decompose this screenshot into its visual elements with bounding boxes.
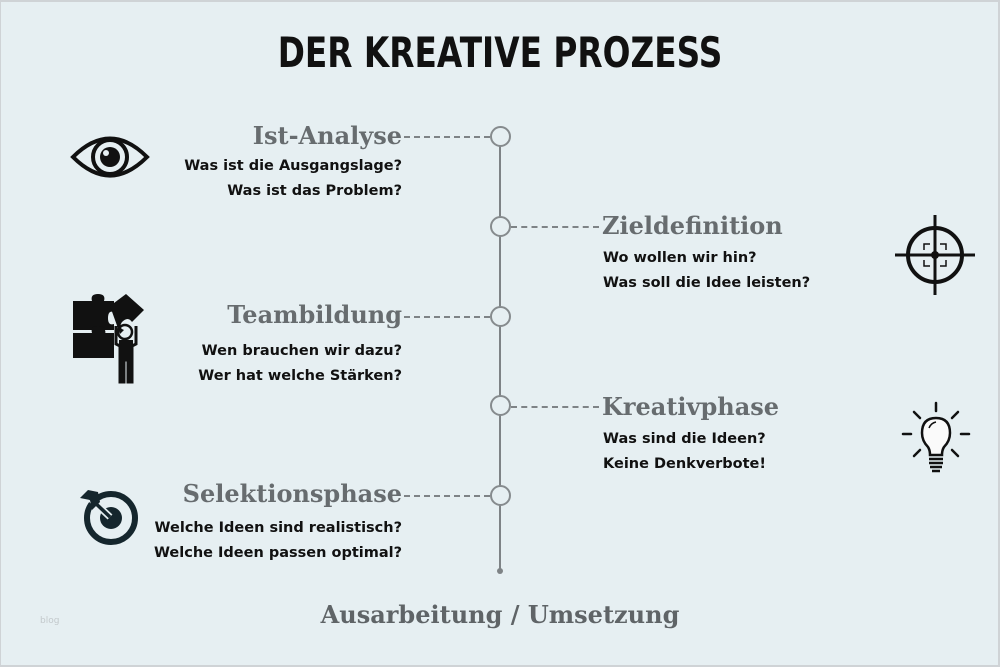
step-connector [404, 495, 490, 497]
step-heading: Teambildung [227, 300, 402, 329]
step-question: Welche Ideen sind realistisch? [154, 520, 402, 536]
step-question: Welche Ideen passen optimal? [153, 545, 402, 561]
step-description: Was ist die Ausgangslage? Was ist das Pr… [184, 154, 402, 204]
diagram-title: DER KREATIVE PROZESS [277, 28, 723, 77]
step-description: Wo wollen wir hin? Was soll die Idee lei… [603, 246, 810, 296]
timeline-axis [499, 137, 501, 572]
step-connector [404, 136, 490, 138]
step-description: Welche Ideen sind realistisch? Welche Id… [154, 516, 402, 566]
puzzle-person-icon [73, 294, 144, 384]
timeline-end-dot [497, 568, 503, 574]
final-step-label: Ausarbeitung / Umsetzung [320, 600, 680, 629]
crosshair-icon [895, 215, 975, 295]
eye-icon [70, 136, 150, 178]
step-question: Keine Denkverbote! [603, 456, 766, 472]
step-connector [404, 316, 490, 318]
step-question: Wen brauchen wir dazu? [201, 343, 402, 359]
step-question: Wer hat welche Stärken? [198, 368, 402, 384]
step-question: Wo wollen wir hin? [603, 250, 757, 266]
step-heading: Zieldefinition [602, 211, 783, 240]
watermark: blog [40, 616, 60, 626]
step-heading: Selektionsphase [182, 479, 402, 508]
timeline-node [490, 485, 511, 506]
step-question: Was soll die Idee leisten? [603, 275, 811, 291]
step-description: Wen brauchen wir dazu? Wer hat welche St… [198, 339, 402, 389]
timeline-node [490, 395, 511, 416]
step-description: Was sind die Ideen? Keine Denkverbote! [603, 427, 766, 477]
step-question: Was ist die Ausgangslage? [184, 158, 402, 174]
timeline-node [490, 216, 511, 237]
timeline-node [490, 126, 511, 147]
timeline-node [490, 306, 511, 327]
step-question: Was ist das Problem? [227, 183, 402, 199]
step-connector [511, 226, 599, 228]
step-question: Was sind die Ideen? [603, 431, 766, 447]
step-heading: Kreativphase [602, 392, 780, 421]
lightbulb-icon [901, 401, 971, 473]
step-heading: Ist-Analyse [252, 121, 402, 150]
target-arrow-icon [80, 490, 138, 545]
step-connector [511, 406, 599, 408]
